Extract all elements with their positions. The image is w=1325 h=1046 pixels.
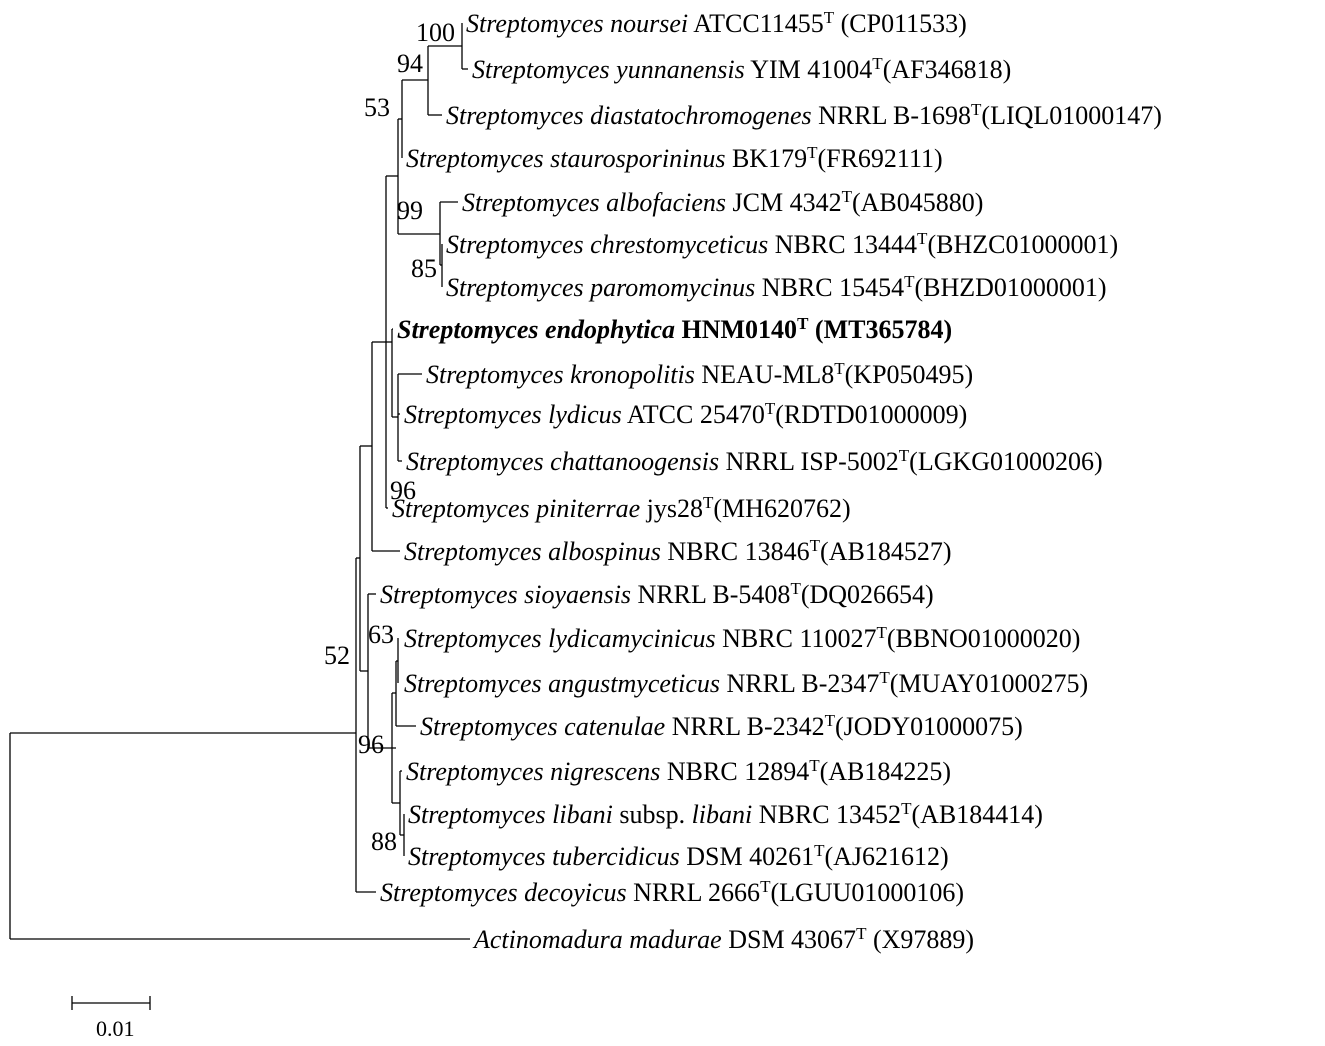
taxon-label-chattanoogensis: Streptomyces chattanoogensis NRRL ISP-50… [406, 446, 1103, 477]
bootstrap-value: 88 [371, 827, 397, 856]
taxon-label-paromomycinus: Streptomyces paromomycinus NBRC 15454T(B… [446, 272, 1107, 303]
taxon-label-nigrescens: Streptomyces nigrescens NBRC 12894T(AB18… [406, 756, 951, 787]
bootstrap-value: 53 [364, 93, 390, 122]
taxon-label-sioyaensis: Streptomyces sioyaensis NRRL B-5408T(DQ0… [380, 579, 934, 610]
taxon-label-albofaciens: Streptomyces albofaciens JCM 4342T(AB045… [462, 187, 983, 218]
taxon-label-staurosporininus: Streptomyces staurosporininus BK179T(FR6… [406, 143, 943, 174]
scale-bar-label: 0.01 [96, 1016, 135, 1041]
bootstrap-value: 63 [368, 620, 394, 649]
taxon-label-kronopolitis: Streptomyces kronopolitis NEAU-ML8T(KP05… [426, 359, 973, 390]
tree-branches [9, 23, 470, 940]
taxon-label-albospinus: Streptomyces albospinus NBRC 13846T(AB18… [404, 536, 951, 567]
bootstrap-value: 96 [390, 476, 416, 505]
taxon-label-noursei: Streptomyces noursei ATCC11455T (CP01153… [466, 8, 967, 39]
bootstrap-values: 100 94 53 99 85 96 52 63 96 88 [324, 18, 455, 856]
taxon-label-yunnanensis: Streptomyces yunnanensis YIM 41004T(AF34… [472, 54, 1011, 85]
bootstrap-value: 52 [324, 641, 350, 670]
taxon-label-decoyicus: Streptomyces decoyicus NRRL 2666T(LGUU01… [380, 877, 964, 908]
bootstrap-value: 100 [416, 18, 455, 47]
bootstrap-value: 85 [411, 254, 437, 283]
bootstrap-value: 96 [358, 730, 384, 759]
taxon-label-tubercidicus: Streptomyces tubercidicus DSM 40261T(AJ6… [408, 841, 949, 872]
bootstrap-value: 94 [397, 49, 423, 78]
taxon-label-madurae: Actinomadura madurae DSM 43067T (X97889) [472, 924, 974, 955]
scale-bar: 0.01 [71, 996, 151, 1041]
taxon-label-diastatochromogenes: Streptomyces diastatochromogenes NRRL B-… [446, 100, 1162, 131]
bootstrap-value: 99 [397, 196, 423, 225]
taxon-labels: Streptomyces noursei ATCC11455T (CP01153… [380, 8, 1162, 955]
taxon-label-catenulae: Streptomyces catenulae NRRL B-2342T(JODY… [420, 711, 1023, 742]
taxon-label-lydicus: Streptomyces lydicus ATCC 25470T(RDTD010… [404, 399, 967, 430]
taxon-label-chrestomyceticus: Streptomyces chrestomyceticus NBRC 13444… [446, 229, 1118, 260]
taxon-label-libani: Streptomyces libani subsp. libani NBRC 1… [408, 799, 1043, 830]
taxon-label-lydicamycinicus: Streptomyces lydicamycinicus NBRC 110027… [404, 623, 1080, 654]
taxon-label-endophytica: Streptomyces endophytica HNM0140T (MT365… [397, 314, 952, 345]
taxon-label-angustmyceticus: Streptomyces angustmyceticus NRRL B-2347… [404, 668, 1088, 699]
taxon-label-piniterrae: Streptomyces piniterrae jys28T(MH620762) [392, 493, 851, 524]
